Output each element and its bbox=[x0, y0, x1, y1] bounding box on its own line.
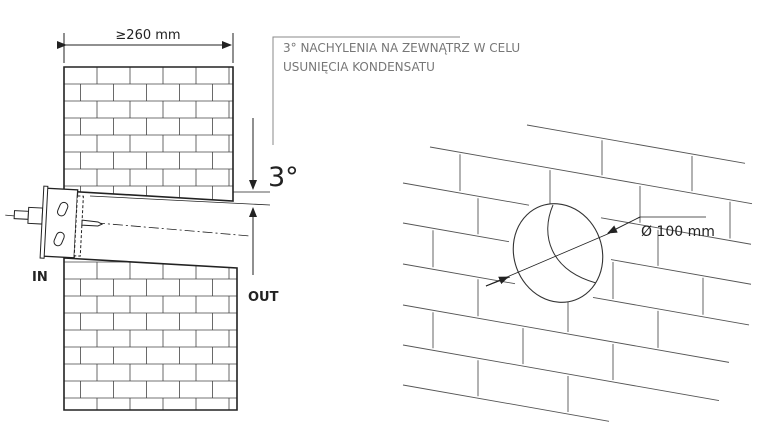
condensate-note: 3° NACHYLENIA NA ZEWNĄTRZ W CELU USUNIĘC… bbox=[272, 36, 520, 145]
diameter-label: Ø 100 mm bbox=[641, 224, 715, 240]
note-line-2: USUNIĘCIA KONDENSATU bbox=[283, 60, 435, 74]
core-drill-icon bbox=[5, 185, 250, 259]
brick-course-line bbox=[402, 182, 530, 206]
brick-course-line bbox=[592, 296, 750, 326]
brick-course-line bbox=[402, 344, 720, 402]
width-label: ≥260 mm bbox=[115, 28, 180, 43]
brick-course-line bbox=[526, 124, 746, 164]
duct-opening bbox=[512, 203, 604, 303]
wall-section-upper bbox=[63, 66, 234, 202]
brick-course-line bbox=[402, 263, 516, 285]
angle-dimension: 3° bbox=[89, 118, 299, 275]
inside-label: IN bbox=[32, 270, 48, 285]
note-line-1: 3° NACHYLENIA NA ZEWNĄTRZ W CELU bbox=[283, 41, 520, 55]
brick-course-line bbox=[600, 217, 752, 245]
brick-course-line bbox=[402, 304, 730, 363]
brick-course-line bbox=[402, 222, 510, 243]
wall-section-lower bbox=[63, 257, 238, 411]
brick-course-line bbox=[610, 259, 752, 285]
brick-course-line bbox=[402, 384, 610, 422]
wall-outline bbox=[63, 66, 234, 202]
diameter-dimension: Ø 100 mm bbox=[485, 216, 715, 287]
brick-course-line bbox=[429, 146, 753, 205]
outside-label: OUT bbox=[248, 290, 279, 305]
wall-outline bbox=[63, 257, 238, 411]
angle-label: 3° bbox=[268, 162, 299, 193]
width-dimension: ≥260 mm bbox=[57, 28, 234, 63]
